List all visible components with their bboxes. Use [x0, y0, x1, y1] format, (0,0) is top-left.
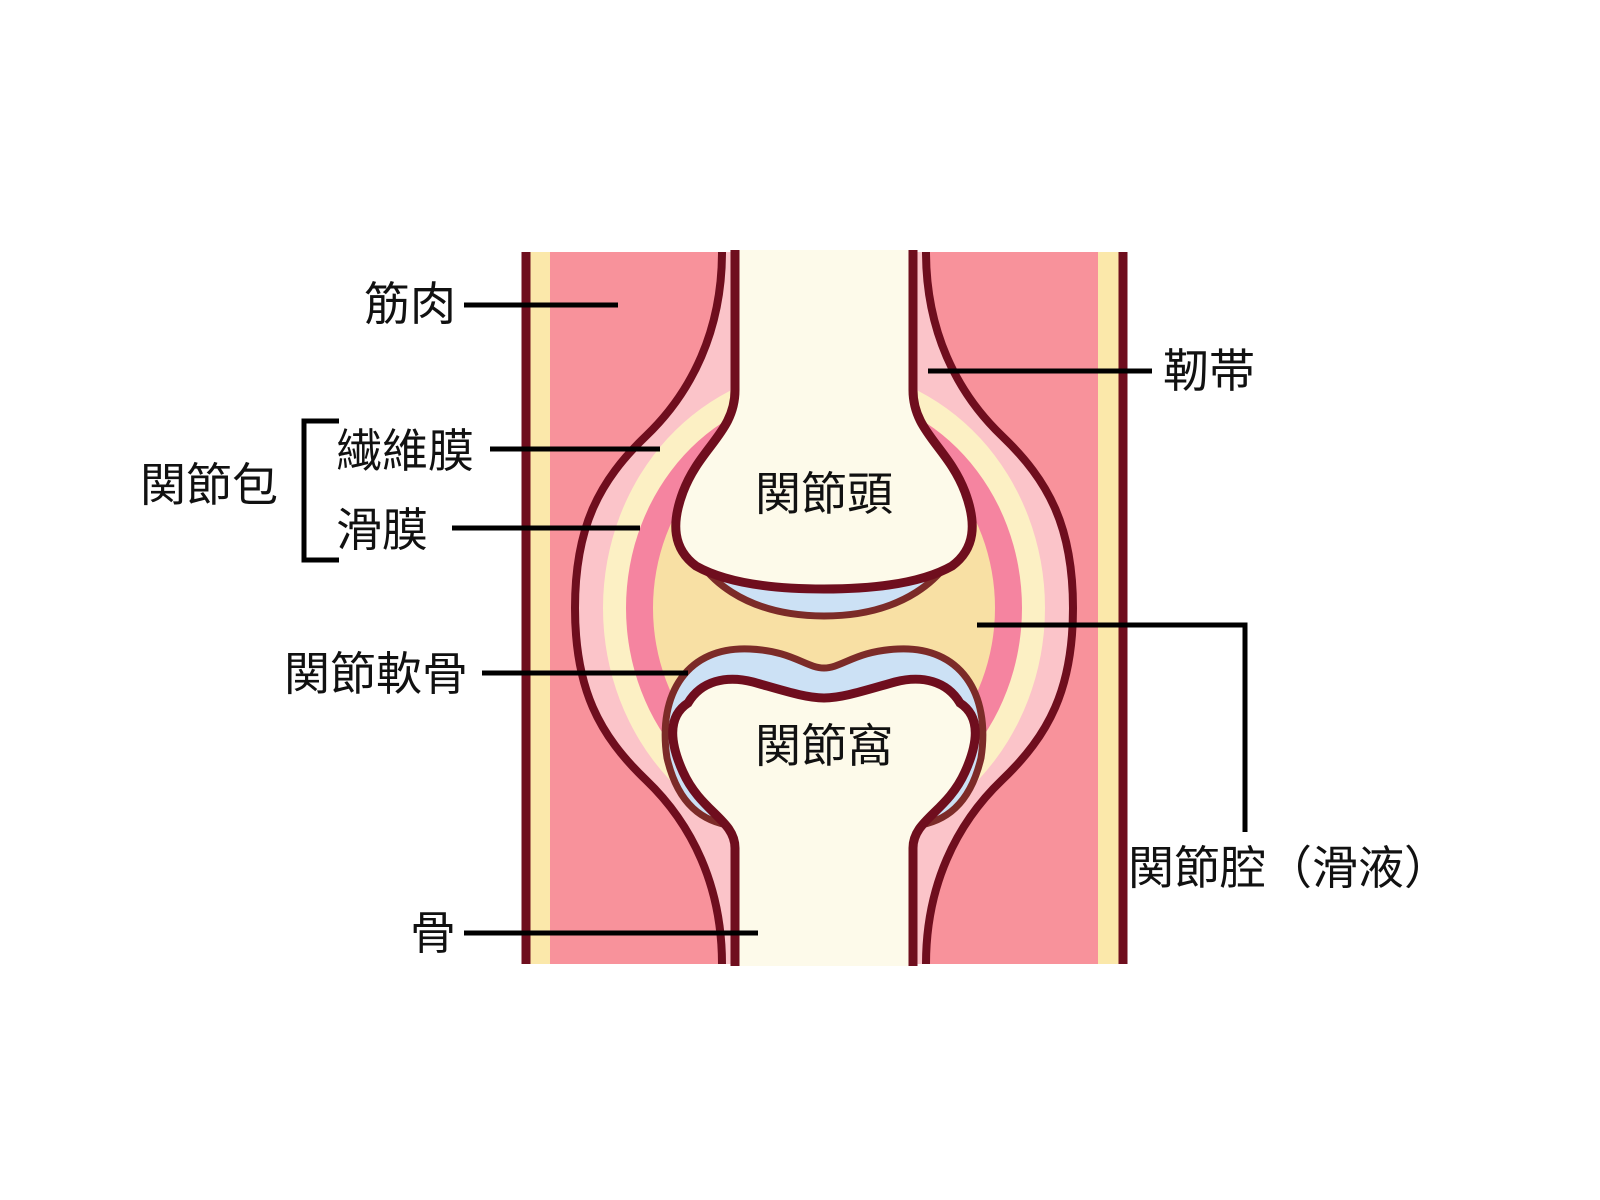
upper-bone-outline	[671, 250, 977, 594]
joint-capsule-bracket	[301, 418, 339, 563]
articular-cartilage-label: 関節軟骨	[284, 647, 468, 701]
joint-cavity-label: 関節腔（滑液）	[1128, 841, 1450, 895]
lower-bone-outline	[668, 674, 980, 966]
edge-strip-right	[1096, 252, 1120, 964]
muscle-boundary-outline-right	[922, 251, 1078, 965]
joint-cavity-leader-line	[977, 622, 1248, 832]
joint-capsule-label: 関節包	[140, 458, 278, 512]
ligament-label: 靭帯	[1163, 344, 1255, 398]
articular-head-label: 関節頭	[755, 467, 893, 521]
articular-fossa-label: 関節窩	[755, 719, 893, 773]
bone-label: 骨	[410, 906, 456, 960]
fibrous-membrane-label: 繊維膜	[336, 424, 474, 478]
upper-bone	[675, 250, 973, 589]
synovial-membrane-label: 滑膜	[336, 503, 428, 557]
lower-bone	[672, 679, 976, 966]
edge-strip-left	[528, 252, 552, 964]
muscle-label: 筋肉	[364, 277, 456, 331]
muscle-boundary-outline-left	[570, 251, 726, 965]
